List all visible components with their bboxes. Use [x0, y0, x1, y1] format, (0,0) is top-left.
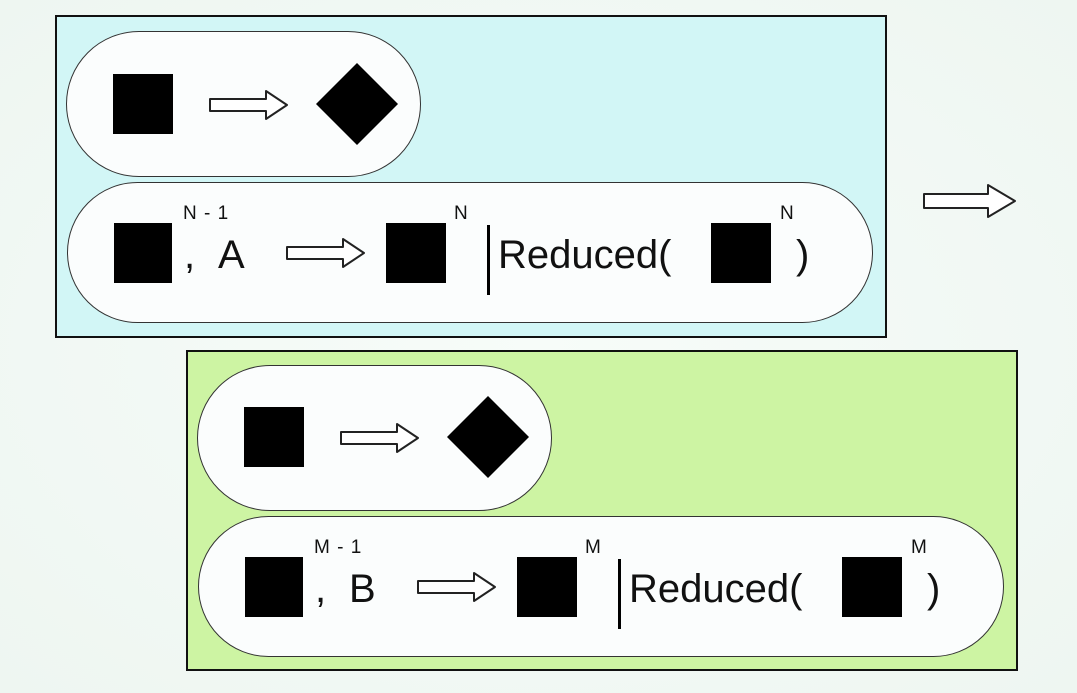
- symbol-label: A: [218, 233, 245, 277]
- black-diamond-icon: [446, 395, 530, 479]
- recursive-rule-pill: M - 1 , B M Reduced( M ): [198, 516, 1004, 657]
- superscript: N: [780, 203, 795, 224]
- superscript: N: [454, 203, 469, 224]
- superscript-prev: N - 1: [183, 203, 230, 224]
- black-square-icon: [245, 557, 303, 617]
- recursive-rule-pill: N - 1 , A N Reduced( N ): [67, 182, 873, 323]
- such-that-bar: [618, 559, 621, 629]
- reduced-label: Reduced(: [498, 233, 672, 277]
- hollow-right-arrow-icon: [417, 572, 496, 602]
- black-square-icon: [711, 223, 771, 283]
- hollow-right-arrow-icon: [340, 423, 419, 453]
- such-that-bar: [487, 225, 490, 295]
- comma: ,: [184, 233, 196, 277]
- superscript: M: [911, 537, 928, 558]
- superscript: M: [585, 537, 602, 558]
- black-square-icon: [842, 557, 902, 617]
- close-paren: ): [796, 233, 810, 277]
- black-square-icon: [386, 223, 446, 283]
- superscript-prev: M - 1: [314, 537, 363, 558]
- comma: ,: [315, 567, 327, 611]
- black-diamond-icon: [315, 62, 399, 146]
- panel-b: M - 1 , B M Reduced( M ): [186, 350, 1018, 671]
- hollow-right-arrow-icon: [286, 238, 365, 268]
- black-square-icon: [114, 223, 172, 283]
- base-rule-pill: [197, 365, 552, 511]
- hollow-right-arrow-icon: [923, 184, 1016, 218]
- close-paren: ): [927, 567, 941, 611]
- hollow-right-arrow-icon: [209, 90, 288, 120]
- black-square-icon: [517, 557, 577, 617]
- black-square-icon: [244, 407, 304, 467]
- black-square-icon: [113, 74, 173, 134]
- panel-a: N - 1 , A N Reduced( N ): [55, 15, 887, 338]
- base-rule-pill: [66, 31, 421, 177]
- symbol-label: B: [349, 567, 376, 611]
- reduced-label: Reduced(: [629, 567, 803, 611]
